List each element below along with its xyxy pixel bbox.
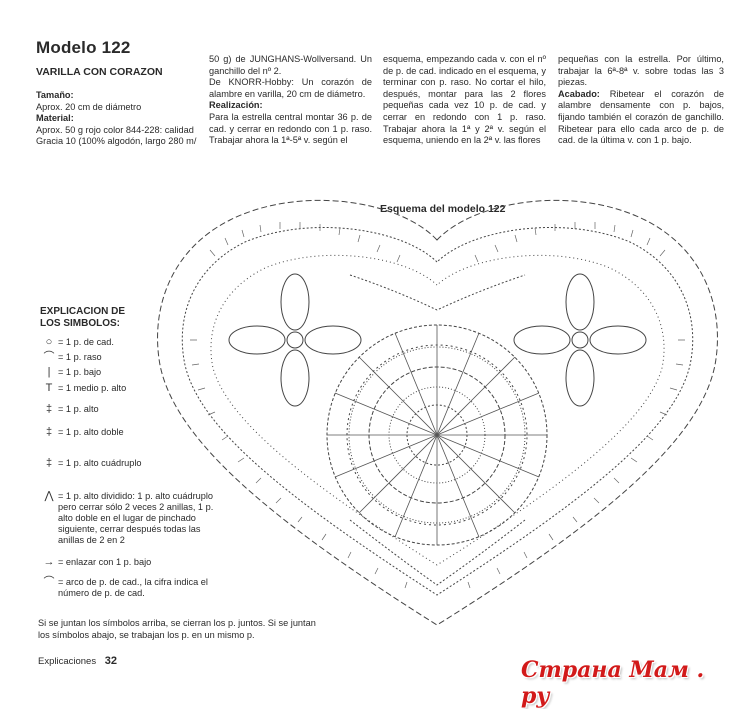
single-crochet-icon: | <box>47 366 51 378</box>
treble-crochet-icon: ‡ <box>45 426 53 438</box>
page-number: 32 <box>104 655 117 667</box>
legend-note: Si se juntan los símbolos arriba, se cie… <box>38 618 316 640</box>
join-arrow-icon: → <box>43 556 55 568</box>
text-column-1: Tamaño: Aprox. 20 cm de diámetro Materia… <box>36 90 201 148</box>
legend-text: = 1 p. de cad. <box>58 337 114 347</box>
top-connection-arcs <box>349 274 526 311</box>
legend-text: = arco de p. de cad., la cifra indica el… <box>58 577 208 598</box>
acabado-label: Acabado: <box>558 88 600 99</box>
legend-text: = 1 p. alto cuádruplo <box>58 458 142 468</box>
chain-stitch-icon: ○ <box>45 336 53 348</box>
right-flower <box>513 273 647 407</box>
model-subtitle: VARILLA CON CORAZON <box>36 66 163 78</box>
legend-text: = enlazar con 1 p. bajo <box>58 557 152 567</box>
material-text: Aprox. 50 g rojo color 844-228: calidad … <box>36 124 197 147</box>
page-footer: Explicaciones 32 <box>38 655 117 667</box>
yarn-text: 50 g) de JUNGHANS-Wollversand. Un ganchi… <box>209 54 372 76</box>
legend-text: = 1 p. alto doble <box>58 427 124 437</box>
realizacion-text: Para la estrella central montar 36 p. de… <box>209 111 372 146</box>
legend-text: = 1 p. raso <box>58 352 102 362</box>
wire-text: De KNORR-Hobby: Un corazón de alambre en… <box>209 77 372 99</box>
crochet-heart-diagram <box>157 199 718 626</box>
left-flower <box>228 273 362 407</box>
legend-text: = 1 p. bajo <box>58 367 102 377</box>
chart-title: Esquema del modelo 122 <box>380 203 506 215</box>
heart-outline-mid <box>181 227 694 596</box>
legend-text: = 1 p. alto <box>58 404 99 414</box>
center-petal-arcs <box>346 344 528 526</box>
symbol-legend: EXPLICACION DE LOS SIMBOLOS: ○ = 1 p. de… <box>40 306 230 598</box>
heart-outline-inner <box>210 254 665 566</box>
acabado-text: Ribetear el corazón de alambre densament… <box>558 88 724 146</box>
text-column-3: esquema, empezando cada v. con el nº de … <box>383 54 546 147</box>
slip-stitch-icon: ⌒ <box>43 351 55 363</box>
size-label: Tamaño: <box>36 90 74 100</box>
legend-text: = 1 medio p. alto <box>58 383 127 393</box>
divided-stitch-icon: ⋀ <box>44 490 54 502</box>
bottom-point-arcs <box>349 519 526 586</box>
site-watermark: Страна Мам . ру <box>521 657 705 709</box>
chain-arc-icon: ⌒ <box>43 576 55 588</box>
legend-title: EXPLICACION DE LOS SIMBOLOS: <box>40 306 126 329</box>
text-column-2: 50 g) de JUNGHANS-Wollversand. Un ganchi… <box>209 54 372 147</box>
material-label: Material: <box>36 113 74 124</box>
final-rows-text: pequeñas con la estrella. Por último, tr… <box>558 54 724 88</box>
legend-text: = 1 p. alto dividido: 1 p. alto cuádrupl… <box>58 491 214 545</box>
footer-section: Explicaciones <box>38 656 97 667</box>
double-crochet-icon: ‡ <box>45 403 53 415</box>
realizacion-label: Realización: <box>209 100 263 111</box>
model-title: Modelo 122 <box>36 38 131 57</box>
size-text: Aprox. 20 cm de diámetro <box>36 101 142 112</box>
quadruple-crochet-icon: ‡ <box>45 457 53 469</box>
instructions-text: esquema, empezando cada v. con el nº de … <box>383 54 546 146</box>
half-double-crochet-icon: T <box>45 382 53 394</box>
heart-outline-outer <box>157 199 718 626</box>
text-column-4: pequeñas con la estrella. Por último, tr… <box>558 54 724 147</box>
